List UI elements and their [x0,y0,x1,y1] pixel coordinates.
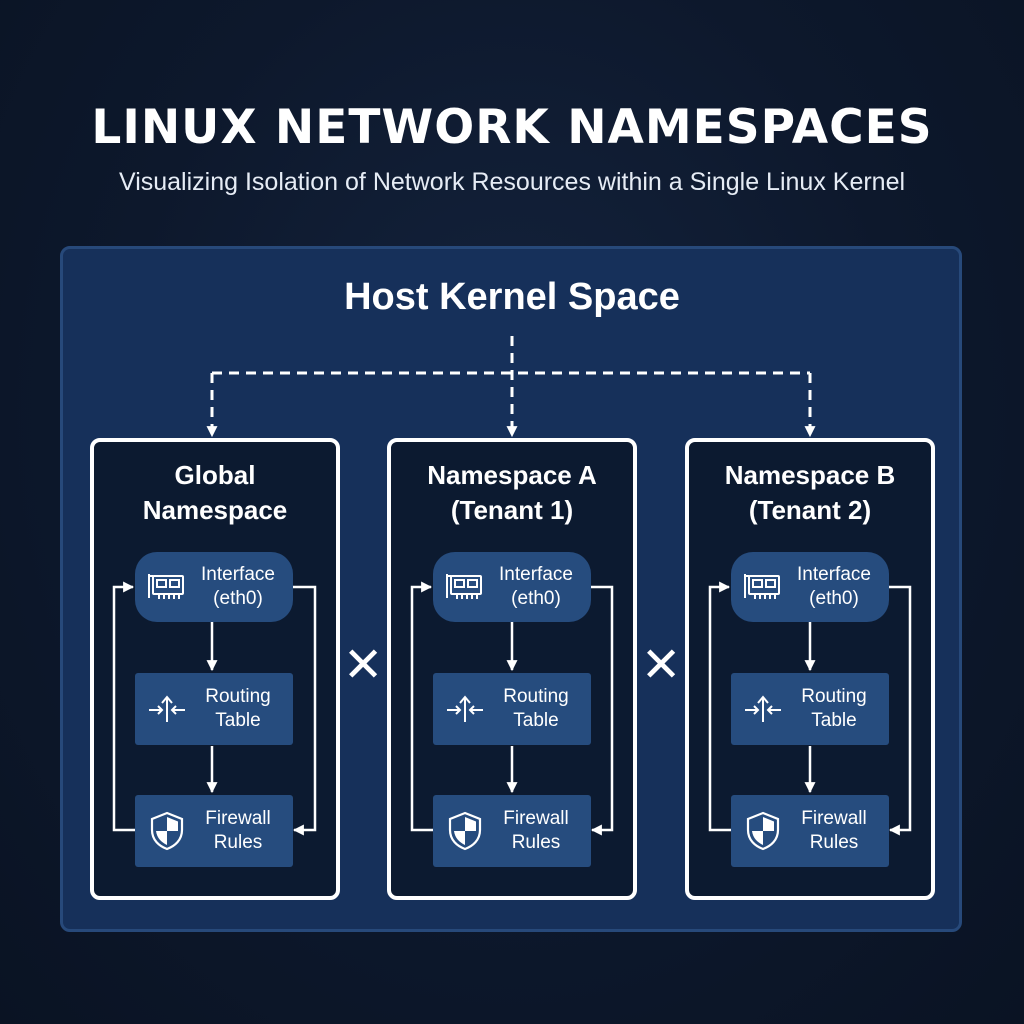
component-label-line1: Routing [801,686,867,707]
component-label-line1: Interface [201,564,275,585]
page-subtitle: Visualizing Isolation of Network Resourc… [118,168,906,196]
global-interface-node: Interface (eth0) [135,552,293,622]
routing-arrows-icon [145,689,189,729]
a-routing-node: Routing Table [433,673,591,745]
isolation-cross-icon: ✕ [641,637,682,693]
namespace-title-b: Namespace B (Tenant 2) [685,458,935,528]
loop-global-right [292,585,317,836]
namespace-title-line1: Namespace A [427,460,597,490]
loop-b-right [888,585,912,836]
b-firewall-node: Firewall Rules [731,795,889,867]
loop-b-left [708,581,731,832]
loop-a-right [590,585,614,836]
a-firewall-node: Firewall Rules [433,795,591,867]
component-label-line1: Interface [797,564,871,585]
network-card-icon [145,567,189,607]
loop-global-left [112,581,135,832]
b-interface-node: Interface (eth0) [731,552,889,622]
component-label-line2: (eth0) [809,588,859,609]
routing-arrows-icon [443,689,487,729]
component-label-line2: (eth0) [213,588,263,609]
global-firewall-node: Firewall Rules [135,795,293,867]
component-label-line1: Interface [499,564,573,585]
namespace-title-line2: (Tenant 2) [748,495,872,525]
a-interface-node: Interface (eth0) [433,552,591,622]
b-routing-node: Routing Table [731,673,889,745]
component-label-line1: Routing [503,686,569,707]
isolation-cross-icon: ✕ [343,637,384,693]
routing-arrows-icon [741,689,785,729]
component-label-line2: Table [215,710,261,731]
host-kernel-title: Host Kernel Space [344,276,680,318]
component-label-line2: Table [811,710,857,731]
namespace-title-line1: Namespace B [724,460,896,490]
component-label-line2: Rules [809,832,859,853]
namespace-title-global: Global Namespace [90,458,340,528]
component-label-line1: Firewall [503,808,569,829]
component-label-line1: Routing [205,686,271,707]
component-label-line2: Rules [213,832,263,853]
network-card-icon [741,567,785,607]
namespace-title-line2: Namespace [142,495,288,525]
shield-icon [145,811,189,851]
namespace-title-line2: (Tenant 1) [450,495,574,525]
global-routing-node: Routing Table [135,673,293,745]
component-label-line1: Firewall [205,808,271,829]
component-label-line1: Firewall [801,808,867,829]
component-label-line2: Table [513,710,559,731]
namespace-title-line1: Global [174,460,256,490]
page-title: LINUX NETWORK NAMESPACES [91,100,933,155]
network-card-icon [443,567,487,607]
component-label-line2: Rules [511,832,561,853]
shield-icon [443,811,487,851]
namespace-title-a: Namespace A (Tenant 1) [387,458,637,528]
component-label-line2: (eth0) [511,588,561,609]
shield-icon [741,811,785,851]
loop-a-left [410,581,433,832]
